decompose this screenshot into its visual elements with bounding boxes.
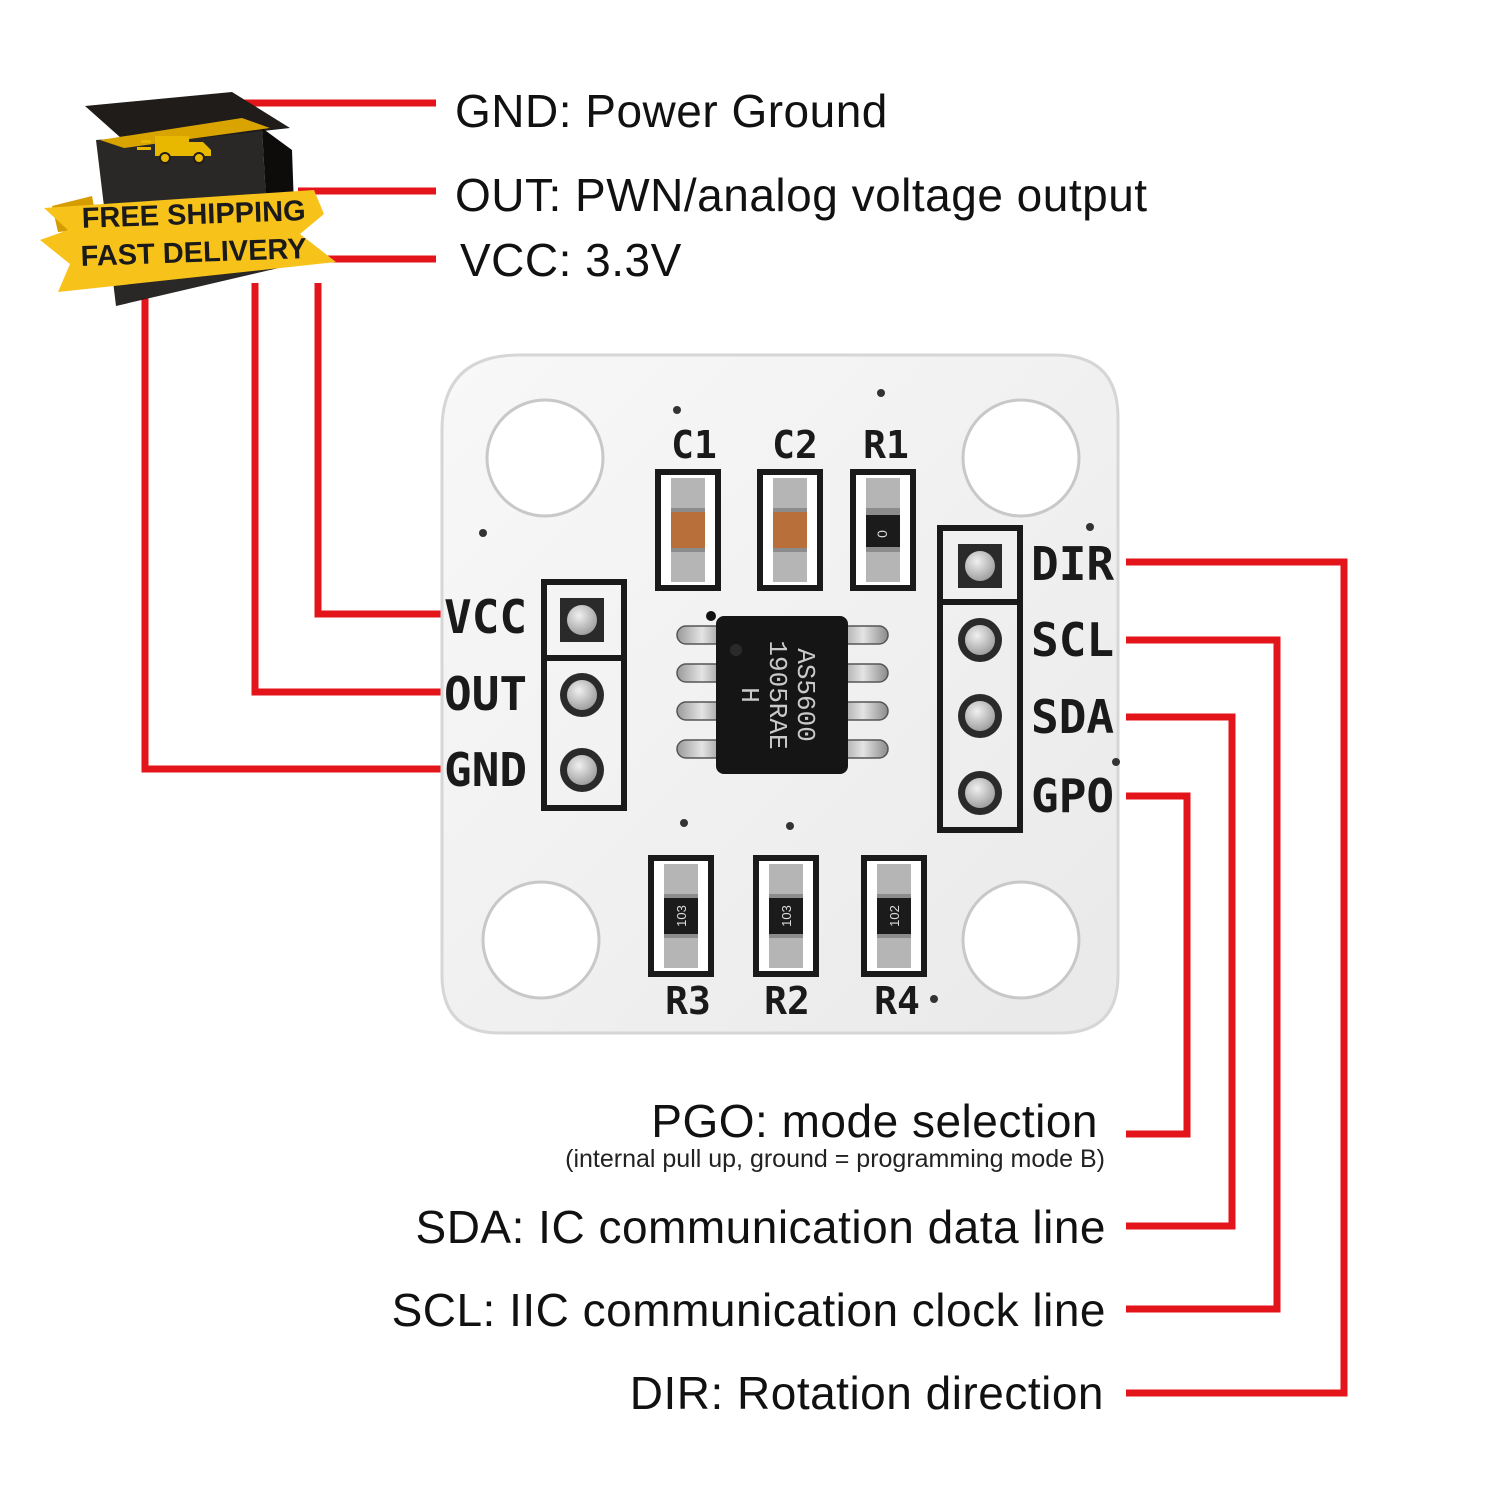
shipping-badge: FREE SHIPPING FAST DELIVERY (40, 92, 336, 306)
r3-code: 103 (674, 905, 689, 927)
component-r4: 102 (861, 855, 927, 977)
chip-marking: AS5600 1905RAE H (734, 640, 820, 749)
desc-scl: SCL: IIC communication clock line (391, 1284, 1106, 1336)
desc-dir: DIR: Rotation direction (629, 1367, 1104, 1419)
r1-code: 0 (874, 530, 890, 538)
mounting-hole-top-right (961, 398, 1081, 518)
badge-line2: FAST DELIVERY (80, 233, 307, 273)
pcb-board: 0 C1 C2 R1 AS5600 1905 (440, 353, 1120, 1035)
chip-pins-right (837, 625, 889, 759)
wire-vcc-pin (314, 283, 444, 618)
pin-label-out: OUT (444, 667, 527, 721)
chip-line2: 1905RAE (762, 640, 792, 749)
desc-gnd: GND: Power Ground (455, 85, 888, 137)
pin-label-sda: SDA (1031, 690, 1114, 744)
component-c2 (757, 469, 823, 591)
r4-code: 102 (887, 905, 902, 927)
desc-sda: SDA: IC communication data line (415, 1201, 1106, 1253)
mounting-hole-top-left (485, 398, 605, 518)
desc-out: OUT: PWN/analog voltage output (455, 169, 1148, 221)
wire-gpo (1126, 792, 1191, 1138)
pin-label-vcc: VCC (444, 590, 527, 644)
component-r1: 0 (850, 469, 916, 591)
pin-label-gnd: GND (444, 743, 527, 797)
wire-dir (1126, 558, 1348, 1397)
delivery-truck-icon (137, 136, 211, 164)
badge-line1: FREE SHIPPING (81, 195, 306, 235)
desc-pgo-note: (internal pull up, ground = programming … (565, 1145, 1105, 1173)
ribbon-main (40, 190, 336, 292)
component-r3: 103 (648, 855, 714, 977)
pin-label-dir: DIR (1031, 537, 1114, 591)
mounting-hole-bottom-right (961, 880, 1081, 1000)
component-c1 (655, 469, 721, 591)
pin-label-scl: SCL (1031, 613, 1114, 667)
header-left (541, 579, 627, 811)
as5600-chip: AS5600 1905RAE H (676, 611, 889, 774)
label-c1: C1 (671, 423, 717, 467)
desc-pgo: PGO: mode selection (651, 1095, 1098, 1147)
label-r2: R2 (764, 979, 810, 1023)
chip-pin1-marker (730, 644, 742, 656)
desc-vcc: VCC: 3.3V (460, 234, 682, 286)
label-r3: R3 (665, 979, 711, 1023)
wire-gnd-pin (141, 298, 444, 773)
wire-out-pin (251, 283, 444, 696)
label-c2: C2 (772, 423, 818, 467)
silkscreen-dots (479, 389, 1120, 1003)
label-r4: R4 (874, 979, 920, 1023)
label-r1: R1 (863, 423, 909, 467)
wire-sda (1126, 713, 1236, 1230)
chip-body (716, 616, 848, 774)
chip-line1: AS5600 (790, 648, 820, 742)
header-right (937, 525, 1023, 833)
chip-line3: H (734, 687, 764, 703)
wire-scl (1126, 636, 1281, 1313)
mounting-hole-bottom-left (481, 880, 601, 1000)
r2-code: 103 (779, 905, 794, 927)
pin-label-gpo: GPO (1031, 769, 1114, 823)
component-r2: 103 (753, 855, 819, 977)
wire-group (141, 99, 1348, 1397)
